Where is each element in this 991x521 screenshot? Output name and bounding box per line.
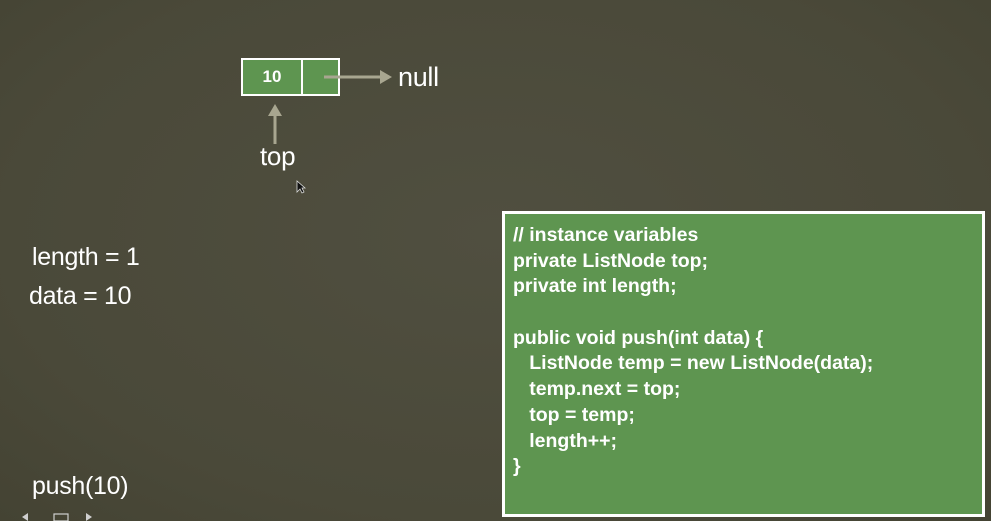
- playback-controls-icon[interactable]: [14, 512, 104, 521]
- code-line: }: [513, 455, 521, 478]
- code-line: ListNode temp = new ListNode(data);: [513, 352, 874, 375]
- length-value: length = 1: [32, 243, 140, 271]
- top-pointer-label: top: [260, 141, 296, 171]
- data-value: data = 10: [29, 282, 132, 310]
- code-line: top = temp;: [513, 403, 635, 426]
- code-line: private int length;: [513, 275, 677, 298]
- top-arrow-head: [268, 104, 282, 116]
- code-line: // instance variables: [513, 224, 699, 246]
- code-line: public void push(int data) {: [513, 326, 764, 349]
- list-node: 10: [241, 58, 340, 96]
- operation-label: push(10): [32, 472, 129, 500]
- code-line: temp.next = top;: [513, 378, 681, 401]
- next-arrow-head: [380, 70, 392, 84]
- mouse-pointer-icon: [296, 180, 306, 194]
- code-line: length++;: [513, 429, 618, 452]
- code-line: [513, 300, 982, 326]
- code-panel: // instance variables private ListNode t…: [502, 211, 985, 517]
- code-line: private ListNode top;: [513, 249, 709, 272]
- null-label: null: [398, 62, 439, 92]
- node-data-cell: 10: [243, 60, 303, 94]
